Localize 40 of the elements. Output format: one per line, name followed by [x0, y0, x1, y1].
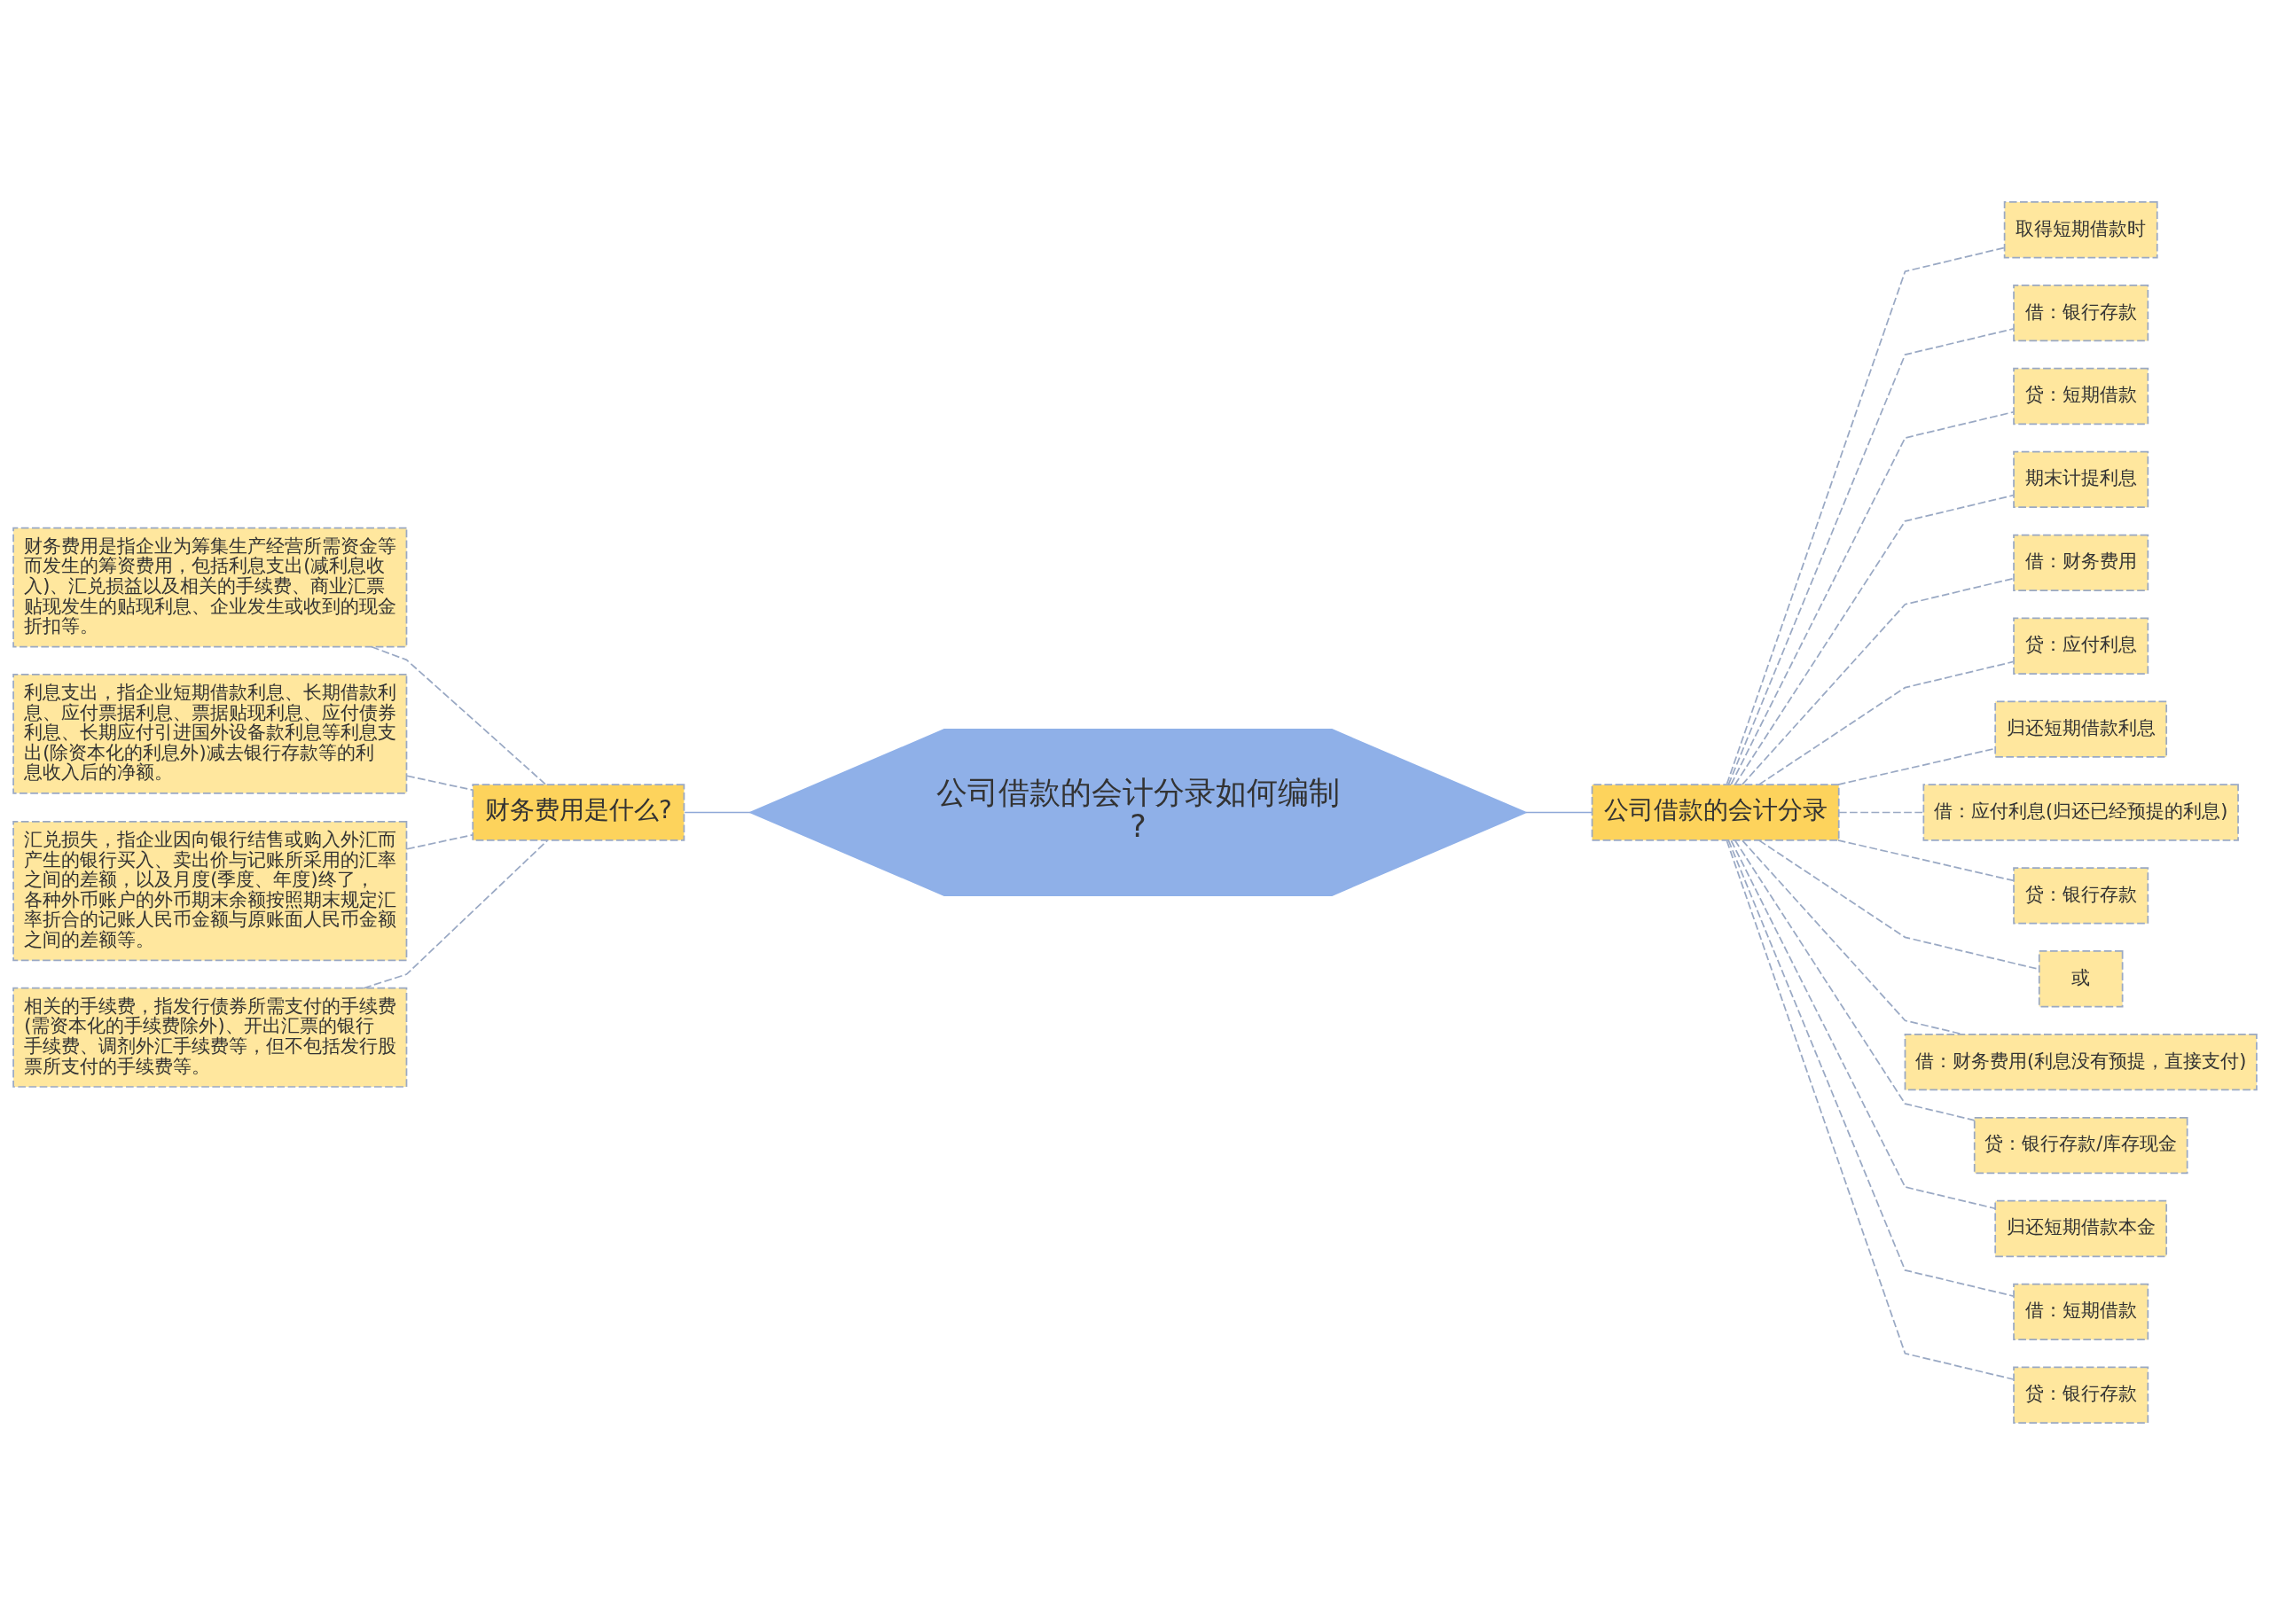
node-box: 借：财务费用(利息没有预提，直接支付) [1904, 1033, 2258, 1090]
connector [684, 811, 752, 813]
connector [1742, 577, 2015, 785]
node-box: 财务费用是什么? [472, 783, 685, 841]
connector [1726, 839, 2015, 1380]
node-box: 利息支出，指企业短期借款利息、长期借款利息、应付票据利息、票据贴现利息、应付债券利息、长期应付引进国外设备款利息等利息支出(除资本化的利息外)减去银行存款等的利息收入后的净额。 [12, 673, 408, 794]
node-box: 归还短期借款本金 [1994, 1199, 2168, 1257]
connector [1734, 494, 2015, 785]
connector [1524, 811, 1593, 813]
connector [1837, 747, 1996, 785]
connector [1730, 410, 2015, 785]
node-box: 公司借款的会计分录 [1591, 783, 1840, 841]
connector [371, 645, 547, 785]
connector [406, 774, 474, 791]
node-box: 财务费用是指企业为筹集生产经营所需资金等而发生的筹资费用，包括利息支出(减利息收入)、汇兑损益以及相关的手续费、商业汇票贴现发生的贴现利息、企业发生或收到的现金折扣等。 [12, 527, 408, 647]
node-box: 借：短期借款 [2013, 1283, 2149, 1340]
node-box: 借：财务费用 [2013, 534, 2149, 591]
node-box: 相关的手续费，指发行债券所需支付的手续费(需资本化的手续费除外)、开出汇票的银行手续费、调剂外汇手续费等，但不包括发行股票所支付的手续费等。 [12, 987, 408, 1088]
node-box: 期末计提利息 [2013, 450, 2149, 508]
node-box: 取得短期借款时 [2003, 200, 2158, 258]
node-box: 贷：银行存款 [2013, 866, 2149, 925]
connector [1730, 839, 1997, 1209]
node-box: 借：银行存款 [2013, 284, 2149, 341]
connector [1727, 839, 2015, 1297]
connector [406, 833, 474, 850]
node-box: 贷：银行存款 [2013, 1366, 2149, 1424]
connector [1838, 811, 1924, 813]
connector [363, 839, 548, 989]
connector [1734, 839, 1976, 1121]
node-box: 贷：银行存款/库存现金 [1973, 1116, 2188, 1174]
connector [1837, 839, 2015, 881]
connector [1758, 660, 2015, 785]
node-box: 借：应付利息(归还已经预提的利息) [1922, 783, 2239, 841]
node-box: 汇兑损失，指企业因向银行结售或购入外汇而产生的银行买入、卖出价与记账所采用的汇率之间的差额，以及月度(季度、年度)终了，各种外币账户的外币期末余额按照期末规定汇率折合的记账人民币金额与原账面人民币金额之间的差额等。 [12, 820, 408, 961]
node-box: 贷：应付利息 [2013, 617, 2149, 675]
connector [1727, 327, 2015, 785]
node-box: 贷：短期借款 [2013, 367, 2149, 425]
connector [1726, 246, 2006, 785]
node-box: 归还短期借款利息 [1994, 699, 2168, 758]
node-box: 或 [2038, 949, 2124, 1007]
